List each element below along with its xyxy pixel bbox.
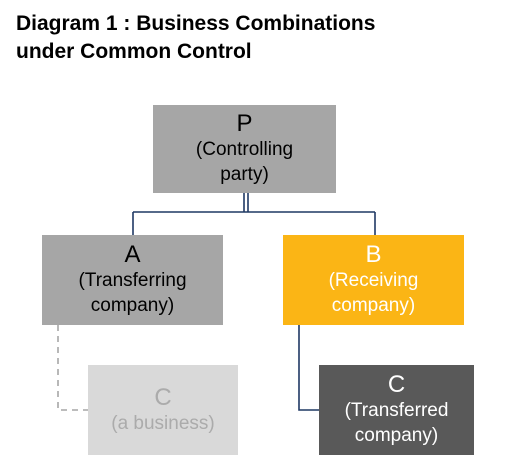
diagram-title: Diagram 1 : Business Combinations under … [16,10,506,66]
node-a-desc-line1: (Transferring [78,270,187,291]
node-p-letter: P [236,110,253,137]
connector-b-to-c-transferred [298,325,319,411]
node-c-business-desc-line1: (a business) [111,412,215,434]
node-c-transferred-desc-line1: (Transferred [344,400,449,421]
node-p-desc-line2: party) [220,164,269,185]
diagram-title-line2: under Common Control [16,40,252,63]
node-a-letter: A [124,241,141,268]
node-b-desc-line2: company) [331,295,416,316]
diagram-title-line1: Diagram 1 : Business Combinations [16,12,376,35]
node-b-receiving-company: B (Receiving company) [283,235,464,325]
node-c-transferred-desc-line2: company) [354,425,439,446]
node-c-business-letter: C [154,383,172,411]
node-a-transferring-company: A (Transferring company) [42,235,223,325]
node-b-letter: B [365,241,382,268]
node-c-business: C (a business) [88,365,238,455]
node-p-controlling-party: P (Controlling party) [153,105,336,193]
node-c-transferred-letter: C [387,371,406,398]
node-b-desc-line1: (Receiving [328,270,419,291]
node-a-desc-line2: company) [90,295,175,316]
node-c-transferred-company: C (Transferred company) [319,365,474,455]
node-p-desc-line1: (Controlling [195,139,294,160]
connector-a-to-c-business [57,325,88,411]
